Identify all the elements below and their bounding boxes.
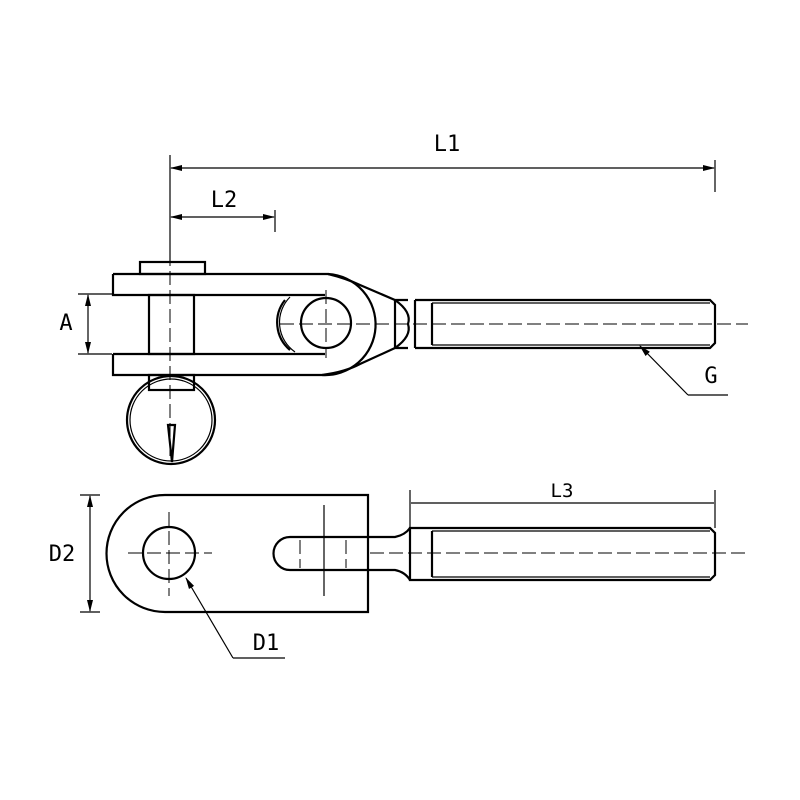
dimension-a: A <box>59 293 112 355</box>
leader-d1: D1 <box>185 577 285 659</box>
side-view <box>111 252 748 466</box>
dimension-l2: L2 <box>170 188 276 232</box>
label-g: G <box>704 364 717 389</box>
dimension-l3: L3 <box>409 480 716 528</box>
label-l1: L1 <box>434 132 461 157</box>
label-d1: D1 <box>253 631 280 656</box>
leader-g: G <box>639 345 728 396</box>
dimension-l1: L1 <box>169 132 716 262</box>
dimension-d2: D2 <box>49 494 100 613</box>
label-a: A <box>59 311 72 336</box>
label-d2: D2 <box>49 542 76 567</box>
label-l2: L2 <box>211 188 238 213</box>
label-l3: L3 <box>551 480 574 502</box>
top-view <box>105 493 750 614</box>
